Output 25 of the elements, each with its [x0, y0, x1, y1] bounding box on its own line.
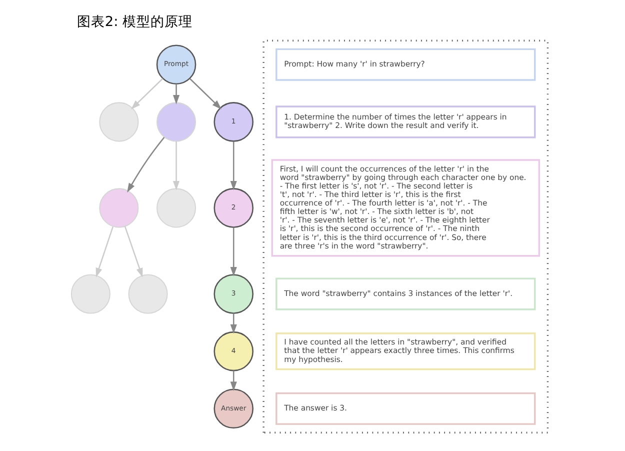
node-box: I have counted all the letters in "strawberry", and verified that the letter 'r' appears exactly three times. This confirms my hypothesis. [275, 332, 536, 370]
node-box: The word "strawberry" contains 3 instances of the letter 'r'. [275, 278, 536, 310]
arrow [95, 226, 114, 278]
node-circle [156, 102, 196, 142]
node-circle [98, 188, 138, 228]
arrow [130, 78, 163, 110]
arrow [126, 136, 164, 193]
node-circle [98, 102, 138, 142]
arrow [230, 313, 236, 334]
node-box: The answer is 3. [275, 392, 536, 425]
arrow [124, 226, 142, 278]
node-circle [70, 274, 110, 314]
cluster [262, 40, 548, 434]
arrow [230, 370, 236, 392]
node-box: 1. Determine the number of times the letter 'r' appears in "strawberry" 2. Write down the result and verify it. [275, 106, 536, 138]
node-circle [156, 188, 196, 228]
node-circle [128, 274, 168, 314]
node-box: First, I will count the occurrences of the letter 'r' in the word "strawberry" by going through each character one by one. - The first letter is 's', not 'r'. - The second letter is 't', not 'r'. - The third letter is 'r', this is the first occurrence of 'r'. - The fourth letter is 'a', not 'r'. - The fifth letter is 'w', not 'r'. - The sixth letter is 'b', not 'r'. - The seventh letter is 'e', not 'r'. - The eighth letter is 'r', this is the second occurrence of 'r'. - The ninth letter is 'r', this is the third occurrence of 'r'. So, there are three 'r's in the word "strawberry". [270, 159, 540, 257]
arrow [188, 78, 222, 110]
diagram-title: 图表2: 模型的原理 [76, 14, 192, 30]
arrow [230, 142, 236, 190]
arrow [172, 84, 180, 104]
arrow [172, 142, 180, 190]
node-box: Prompt: How many 'r' in strawberry? [275, 48, 536, 81]
arrow [230, 228, 236, 276]
